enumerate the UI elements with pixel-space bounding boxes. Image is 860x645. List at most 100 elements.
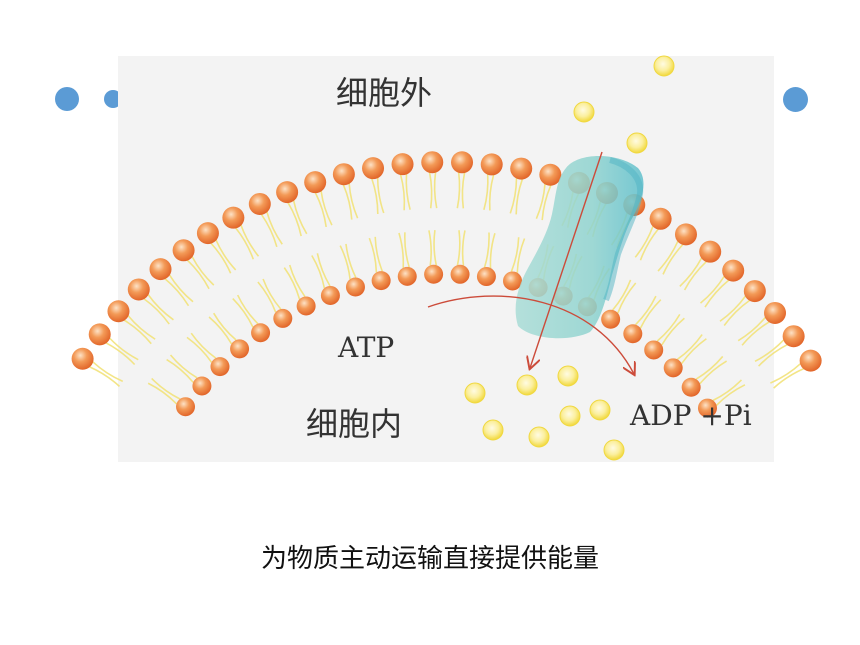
- lipid-tail: [190, 332, 217, 359]
- lipid-tail: [232, 297, 254, 328]
- lipid-tail: [92, 361, 124, 383]
- lipid-tail: [311, 255, 326, 289]
- lipid-tails: [89, 172, 805, 406]
- lipid-tail: [89, 365, 121, 387]
- lipid-tail: [488, 174, 495, 211]
- lipid-tail: [262, 278, 282, 310]
- decorative-dot-right: [783, 87, 808, 112]
- phospholipid-head-icon: [699, 240, 722, 263]
- lipid-tail: [541, 184, 552, 221]
- phospholipid-head-icon: [196, 222, 219, 245]
- outer-leaflet: [71, 151, 822, 372]
- lipid-tail: [108, 337, 139, 361]
- lipid-tail: [316, 253, 331, 287]
- lipid-tail: [428, 230, 432, 266]
- phospholipid-head-icon: [107, 300, 130, 323]
- phospholipid-head-icon: [276, 181, 299, 204]
- solute-molecule-icon: [557, 365, 579, 387]
- phospholipid-head-icon: [251, 323, 271, 343]
- lipid-tail: [266, 211, 283, 245]
- phospholipid-head-icon: [320, 285, 340, 305]
- lipid-tail: [339, 245, 351, 280]
- lipid-tail: [656, 313, 681, 342]
- lipid-tail: [368, 237, 378, 273]
- lipid-tail: [676, 334, 703, 360]
- lipid-tail: [695, 355, 724, 380]
- lipid-tail: [428, 172, 433, 209]
- phospholipid-head-icon: [764, 301, 787, 324]
- lipid-tail: [215, 239, 237, 271]
- lipid-tail: [212, 312, 237, 341]
- lipid-tail: [147, 382, 178, 405]
- lipid-tail: [235, 227, 255, 260]
- phospholipid-head-icon: [88, 323, 111, 346]
- inner-leaflet: [176, 264, 717, 418]
- lipid-tail: [127, 315, 156, 340]
- phospholipid-head-icon: [480, 153, 503, 176]
- solute-molecule-icon: [559, 405, 581, 427]
- phospholipid-head-icon: [451, 151, 474, 174]
- phospholipid-head-icon: [697, 398, 717, 418]
- solute-molecules: [464, 55, 675, 461]
- phospholipid-head-icon: [149, 258, 172, 281]
- lipid-tail: [257, 281, 277, 313]
- lipid-tail: [741, 321, 770, 346]
- lipid-tail: [662, 243, 684, 275]
- phospholipid-head-icon: [391, 153, 414, 176]
- lipid-tail: [240, 224, 260, 257]
- lipid-tail: [509, 177, 518, 214]
- lipid-tail: [168, 274, 194, 303]
- lipid-tail: [699, 360, 728, 385]
- phospholipid-head-icon: [230, 339, 250, 359]
- phospholipid-head-icon: [304, 171, 327, 194]
- label-adp-pi: ADP +Pi: [629, 399, 752, 432]
- lipid-tail: [483, 232, 490, 268]
- lipid-tail: [489, 233, 496, 269]
- lipid-tail: [639, 228, 659, 261]
- phospholipid-head-icon: [722, 259, 745, 282]
- lipid-tail: [657, 240, 679, 272]
- lipid-tail: [147, 293, 174, 321]
- lipid-tail: [770, 362, 802, 384]
- phospholipid-head-icon: [510, 157, 533, 180]
- phospholipid-head-icon: [601, 309, 621, 329]
- decorative-dot-left: [55, 87, 79, 111]
- phospholipid-head-icon: [539, 163, 562, 186]
- lipid-tail: [191, 256, 215, 286]
- phospholipid-head-icon: [799, 349, 822, 372]
- solute-molecule-icon: [603, 439, 625, 461]
- lipid-tail: [283, 267, 301, 300]
- lipid-tail: [288, 264, 306, 298]
- lipid-tail: [186, 259, 210, 290]
- lipid-tail: [515, 178, 524, 215]
- lipid-tail: [461, 172, 466, 209]
- atp-hydrolysis-arrow: [427, 295, 634, 374]
- phospholipid-head-icon: [71, 347, 94, 370]
- lipid-tail: [287, 202, 302, 237]
- lipid-tail: [433, 230, 438, 266]
- lipid-tail: [186, 336, 213, 363]
- lipid-tail: [345, 243, 357, 278]
- lipid-tail: [292, 200, 308, 235]
- lipid-tail: [723, 299, 751, 326]
- phospholipid-head-icon: [644, 340, 664, 360]
- lipid-tail: [208, 316, 233, 345]
- lipid-tail: [461, 230, 466, 266]
- lipid-tail: [634, 225, 654, 258]
- lipid-tail: [456, 172, 461, 209]
- lipid-tail: [754, 339, 785, 363]
- lipid-tail: [166, 358, 194, 383]
- lipid-tail: [612, 279, 632, 311]
- decorative-dot-left-small: [104, 90, 122, 108]
- phospholipid-head-icon: [424, 264, 444, 284]
- lipid-tail: [348, 183, 359, 219]
- phospholipid-head-icon: [649, 207, 672, 230]
- lipid-tail: [773, 367, 805, 389]
- lipid-tail: [510, 237, 520, 272]
- lipid-tail: [712, 379, 743, 402]
- lipid-tail: [320, 190, 333, 226]
- solute-molecule-icon: [626, 132, 648, 154]
- lipid-tail: [699, 275, 726, 304]
- lipid-tail: [635, 295, 657, 326]
- phospholipid-head-icon: [222, 206, 245, 229]
